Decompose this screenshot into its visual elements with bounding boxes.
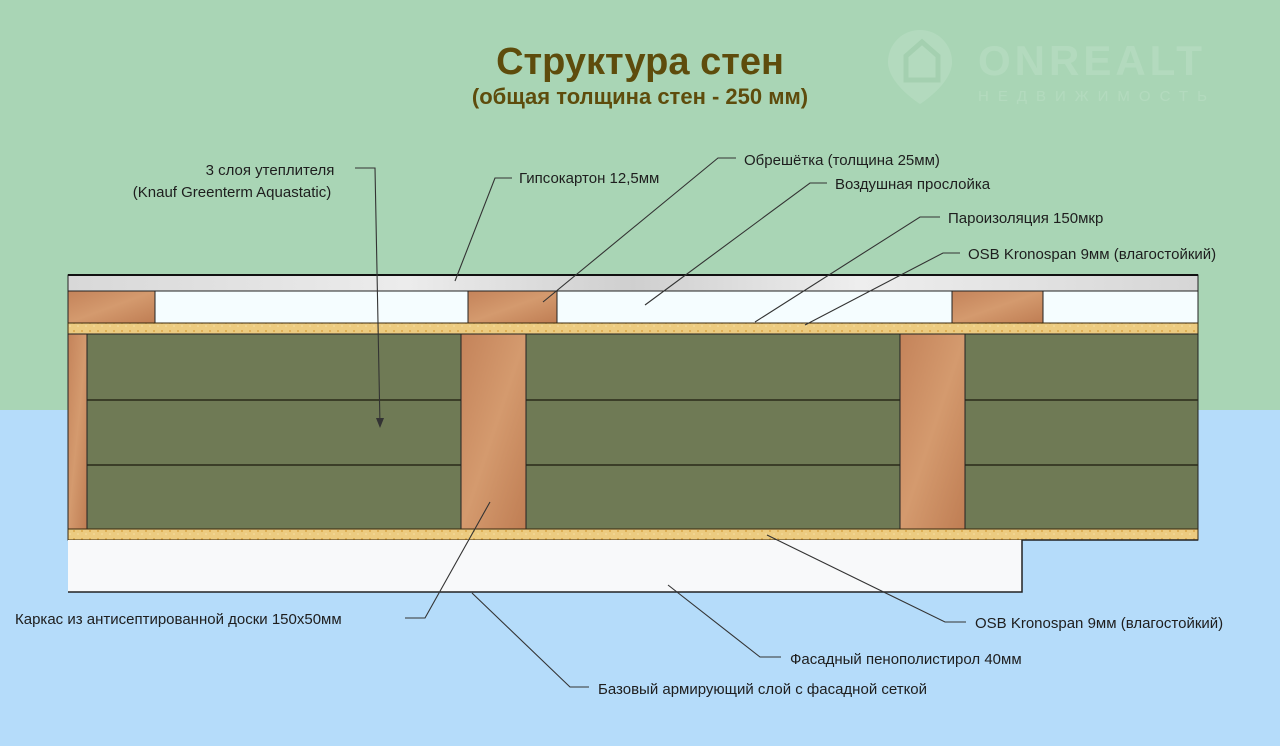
diagram-title: Структура стен [496,41,784,83]
batten [467,290,558,324]
eps-layer [68,540,1022,592]
label-osb-outer: OSB Kronospan 9мм (влагостойкий) [975,615,1223,632]
label-frame: Каркас из антисептированной доски 150х50… [15,611,342,628]
insulation-layer [67,333,1199,530]
batten [67,290,156,324]
stud [67,333,88,530]
osb-outer-layer [67,528,1199,541]
gypsum-layer [67,274,1199,292]
osb-inner-layer [67,322,1199,335]
label-osb-inner: OSB Kronospan 9мм (влагостойкий) [968,246,1216,263]
batten [951,290,1044,324]
label-battens: Обрешётка (толщина 25мм) [744,152,940,169]
diagram-subtitle: (общая толщина стен - 250 мм) [472,84,808,109]
stud [460,333,527,530]
label-gypsum: Гипсокартон 12,5мм [519,170,659,187]
logo-name: ONREALT [978,37,1206,84]
stud [899,333,966,530]
label-air-gap: Воздушная прослойка [835,176,991,193]
house-pin-icon [888,30,952,104]
logo-watermark: ONREALT НЕДВИЖИМОСТЬ [888,30,1216,105]
label-eps: Фасадный пенополистирол 40мм [790,651,1022,668]
logo-tagline: НЕДВИЖИМОСТЬ [978,88,1216,105]
label-vapor-barrier: Пароизоляция 150мкр [948,210,1103,227]
label-base-coat: Базовый армирующий слой с фасадной сетко… [598,681,927,698]
label-insulation: 3 слоя утеплителя [206,162,335,179]
label-insulation-brand: (Knauf Greenterm Aquastatic) [133,184,331,201]
leader-lines [355,157,966,688]
